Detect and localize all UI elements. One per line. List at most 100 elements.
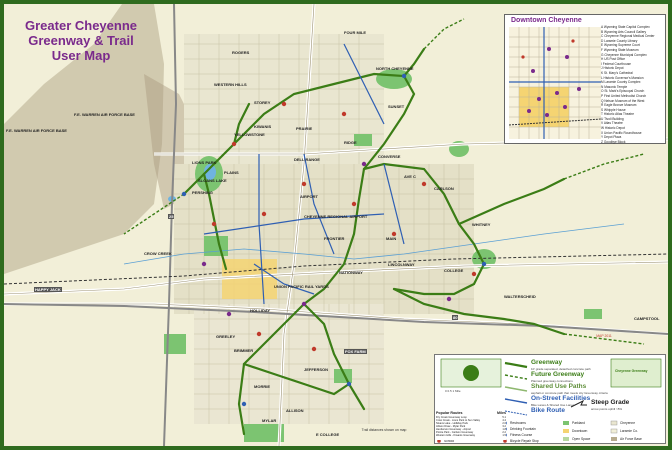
inset-item: C Cheyenne Regional Medical Center	[601, 34, 655, 39]
inset-item: Z Goodbye Block	[601, 139, 626, 144]
map-canvas[interactable]: Greater Cheyenne Greenway & Trail User M…	[4, 4, 668, 446]
label-lions-park: LIONS PARK	[192, 160, 217, 165]
legend-symbols	[437, 358, 662, 443]
inset-item: S Whipple House	[601, 107, 626, 112]
label-union-pacific: UNION PACIFIC RAIL YARDS	[274, 284, 329, 289]
route-miles: 2.6	[502, 421, 506, 425]
downtown-inset[interactable]: Downtown Cheyenne A Wyoming State Capito…	[504, 14, 666, 144]
inset-item: O St. Mark's Episcopal Church	[601, 89, 645, 94]
route-name: Henderson Greenway - Airport	[436, 427, 472, 431]
label-ave-c: AVE C	[404, 174, 416, 179]
route-miles: 2.2	[502, 431, 506, 435]
route-name: Dry Creek Greenway Loop	[436, 415, 467, 419]
label-kiwanis: KIWANIS	[254, 124, 272, 129]
label-prairie: PRAIRIE	[296, 126, 313, 131]
label-morrie: MORRIE	[254, 384, 270, 389]
legend-future: Future Greenway	[531, 371, 585, 378]
inset-item: F Wyoming State Museum	[601, 47, 639, 52]
bike-routes	[203, 43, 405, 305]
popular-routes: Popular Routes Miles Dry Creek Greenway …	[436, 411, 506, 440]
route-row: Crow Creek - Lions Park to Sun Valley 4.4	[436, 419, 506, 422]
label-fe-warren-side: F.E. WARREN AIR FORCE BASE	[6, 128, 67, 133]
legend-parkland: Parkland	[572, 421, 586, 425]
label-rogers: ROGERS	[232, 50, 250, 55]
future-greenway	[123, 18, 645, 345]
inset-item: M Laramie County Complex	[601, 80, 641, 85]
legend-shared: Shared Use Paths	[531, 383, 587, 390]
inset-item: T Historic Atlas Theatre	[601, 112, 635, 117]
inset-item: G Cheyenne Municipal Complex	[601, 52, 647, 57]
route-name: Crow Creek - Lions Park to Sun Valley	[436, 418, 481, 422]
fe-warren-afb-area	[4, 4, 164, 274]
label-whitney: WHITNEY	[472, 222, 491, 227]
label-north-cheyenne: NORTH CHEYENNE	[376, 66, 414, 71]
legend-shared-sub: asphalt or concrete path that meets city…	[531, 391, 608, 395]
inset-item: B Wyoming Arts Council Gallery	[601, 29, 647, 34]
inset-item: A Wyoming State Capitol Complex	[601, 25, 650, 29]
inset-item: R Eagle Bronze Museum	[601, 103, 637, 108]
label-nationway: NATIONWAY	[339, 270, 363, 275]
label-frontier: FRONTIER	[324, 236, 345, 241]
label-interstate-25: 25	[168, 214, 175, 219]
label-regional-airport: CHEYENNE REGIONAL AIRPORT	[304, 214, 368, 219]
label-college: COLLEGE	[444, 268, 464, 273]
label-western-hills: WESTERN HILLS	[214, 82, 247, 87]
label-holliday: HOLLIDAY	[250, 308, 271, 313]
inset-map	[509, 27, 601, 139]
label-main: MAIN	[386, 236, 397, 241]
label-allison: ALLISON	[286, 408, 304, 413]
legend-future-sub: Planned greenway connections	[531, 379, 573, 383]
label-walterscheid: WALTERSCHEID	[504, 294, 536, 299]
legend-greenway: Greenway	[531, 359, 563, 366]
label-crow-creek: CROW CREEK	[144, 251, 172, 256]
inset-item: W Historic Depot	[601, 126, 625, 131]
route-miles: 1.8	[502, 427, 506, 431]
route-miles: 4.4	[502, 418, 506, 422]
legend-onstreet: On-Street Facilities	[531, 395, 591, 402]
route-name: Western Hills - Kiwanis Greenway	[436, 434, 476, 438]
label-airport: AIRPORT	[300, 194, 318, 199]
label-jefferson: JEFFERSON	[304, 367, 329, 372]
inset-item: X Union Pacific Roundhouse	[601, 130, 642, 135]
inset-item: D Laramie County Library	[601, 38, 638, 43]
label-brimmer: BRIMMER	[234, 348, 254, 353]
map-date: MAP 2011	[596, 334, 612, 338]
legend-downtown: Downtown	[572, 429, 588, 433]
label-sloans-lake: SLOANS LAKE	[198, 178, 227, 183]
label-campstool: CAMPSTOOL	[634, 316, 660, 321]
legend-city-logo: Cheyenne Greenway	[615, 369, 648, 373]
label-yellowstone: YELLOWSTONE	[234, 132, 265, 137]
label-dell-range: DELL RANGE	[294, 157, 320, 162]
inset-item: J Historic Depot	[601, 66, 624, 71]
legend-restroom: Restrooms	[510, 421, 526, 425]
inset-item: I Federal Courthouse	[601, 61, 631, 66]
legend-afb: Air Force Base	[620, 437, 642, 441]
legend-steep: Steep Grade	[591, 399, 630, 406]
label-converse: CONVERSE	[378, 154, 401, 159]
inset-item: E Wyoming Supreme Court	[601, 43, 640, 48]
legend-fitness: Fitness Course	[510, 433, 533, 437]
legend-laramie: Laramie Co.	[620, 429, 638, 433]
label-fe-warren: F.E. WARREN AIR FORCE BASE	[74, 112, 135, 117]
legend-scale: 0 0.5 1 Mile	[445, 389, 461, 393]
label-mylar: MYLAR	[262, 418, 277, 423]
label-e-college: E COLLEGE	[316, 432, 340, 437]
label-ridge: RIDGE	[344, 140, 357, 145]
legend-open-space: Open Space	[572, 437, 591, 441]
legend-cheyenne: Cheyenne	[620, 421, 636, 425]
route-miles: 3.2	[502, 424, 506, 428]
map-title: Greater Cheyenne Greenway & Trail User M…	[22, 18, 140, 63]
popular-routes-title: Popular Routes	[436, 411, 463, 415]
label-four-mile: FOUR MILE	[344, 30, 366, 35]
inset-item: Q Nelson Museum of the West	[601, 98, 645, 103]
inset-list: A Wyoming State Capitol Complex B Wyomin…	[601, 25, 663, 144]
north-town-zone	[184, 34, 384, 164]
greenway-network	[182, 47, 566, 436]
interstate-25	[163, 4, 178, 446]
